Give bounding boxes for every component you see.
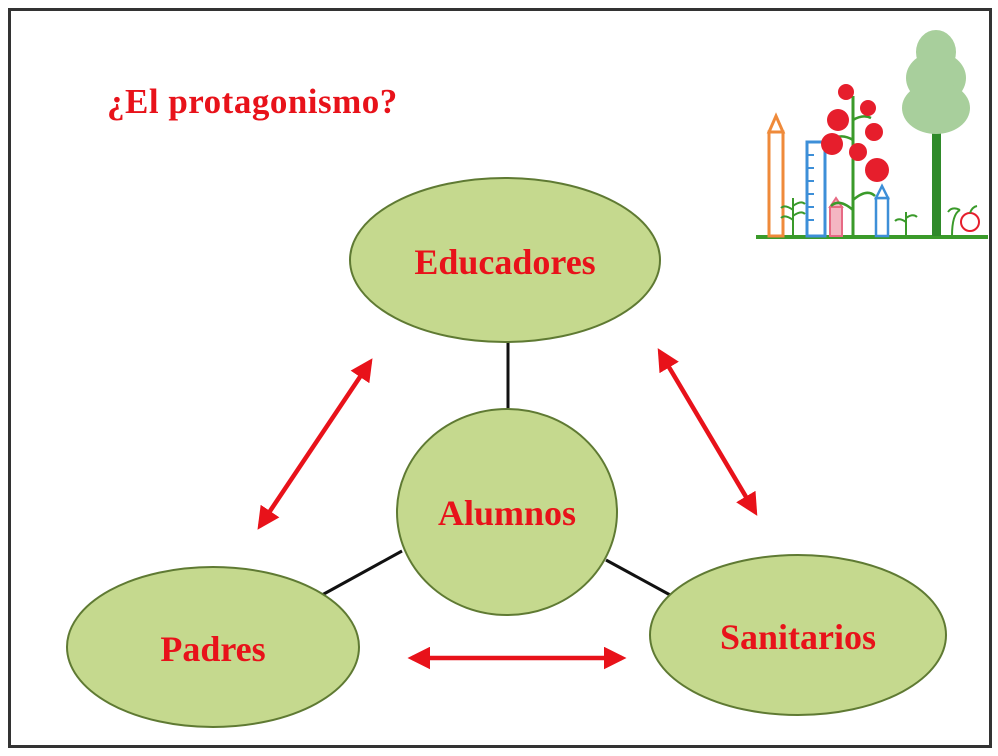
node-alumnos-label: Alumnos	[438, 493, 576, 533]
node-educadores: Educadores	[349, 177, 661, 343]
slide-title: ¿El protagonismo?	[107, 82, 398, 121]
connector-sanitarios-alumnos	[605, 558, 673, 598]
node-padres-label: Padres	[160, 629, 265, 669]
connector-padres-alumnos	[321, 549, 403, 597]
node-padres: Padres	[66, 566, 360, 728]
arrow-padres-educadores	[257, 358, 373, 530]
arrow-educadores-sanitarios	[657, 348, 758, 516]
node-alumnos: Alumnos	[396, 408, 618, 616]
node-educadores-label: Educadores	[414, 242, 595, 282]
slide-frame	[8, 8, 992, 748]
school-garden-logo-icon	[756, 30, 988, 239]
node-sanitarios: Sanitarios	[649, 554, 947, 716]
node-sanitarios-label: Sanitarios	[720, 617, 876, 657]
